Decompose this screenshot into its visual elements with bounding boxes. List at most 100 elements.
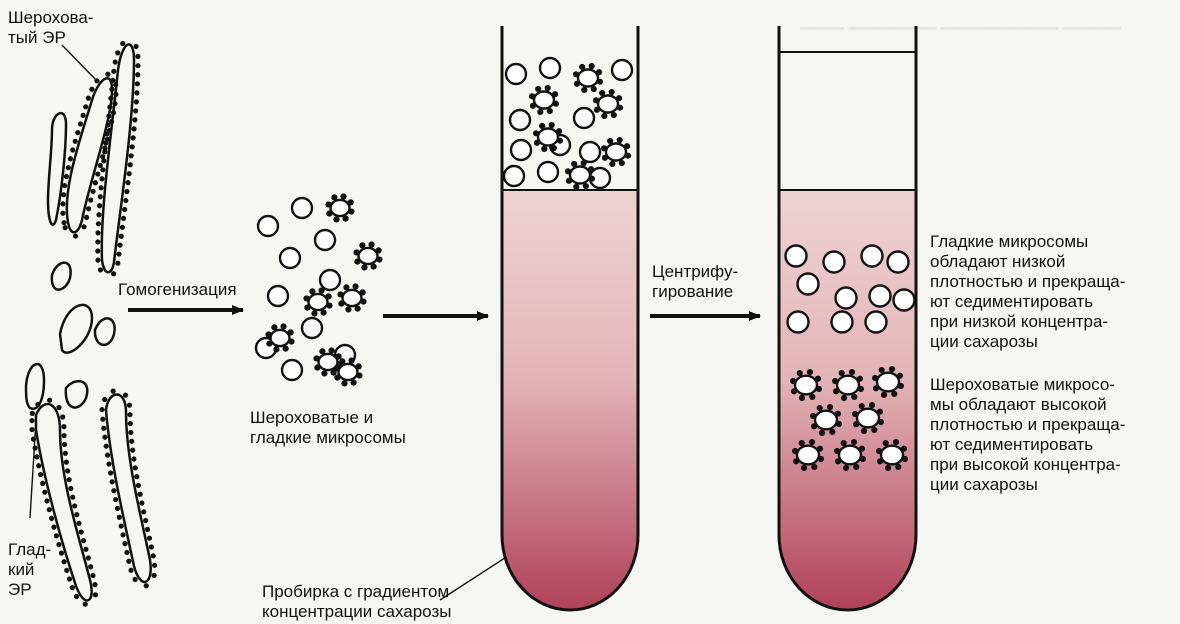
smooth-microsome bbox=[506, 64, 526, 84]
smooth-microsome bbox=[258, 216, 278, 236]
ribosome bbox=[56, 542, 61, 547]
ribosome bbox=[88, 564, 93, 569]
er-cisterna bbox=[26, 364, 44, 409]
ribosome bbox=[113, 497, 118, 502]
ribosome bbox=[98, 163, 103, 168]
ribosome bbox=[101, 426, 106, 431]
ribosome bbox=[97, 203, 102, 208]
ribosome bbox=[34, 454, 39, 459]
ribosome bbox=[109, 87, 114, 92]
ribosome bbox=[132, 117, 137, 122]
ribosome bbox=[145, 527, 150, 532]
rough-microsome bbox=[573, 63, 603, 93]
er-cisterna bbox=[66, 381, 87, 407]
ribosome bbox=[72, 503, 77, 508]
ribosome bbox=[78, 121, 83, 126]
er-cisterna bbox=[52, 263, 71, 290]
ribosome bbox=[93, 592, 98, 597]
ribosome bbox=[130, 448, 135, 453]
ribosome bbox=[117, 515, 122, 520]
ribosome bbox=[29, 427, 34, 432]
ribosome bbox=[121, 216, 126, 221]
ribosome bbox=[47, 398, 52, 403]
ribosome bbox=[40, 481, 45, 486]
ribosome bbox=[113, 82, 118, 87]
ribosome bbox=[111, 69, 116, 74]
ribosome bbox=[115, 506, 120, 511]
smooth-microsome bbox=[836, 288, 857, 309]
er-cisterna bbox=[48, 113, 66, 225]
ribosome bbox=[95, 230, 100, 235]
ribosome bbox=[135, 54, 140, 59]
ribosome bbox=[136, 483, 141, 488]
smooth-microsome bbox=[511, 140, 531, 160]
ribosome bbox=[75, 130, 80, 135]
ribosome bbox=[115, 50, 120, 55]
er-ribosomes bbox=[29, 41, 157, 607]
smooth-microsome bbox=[540, 58, 560, 78]
ribosome bbox=[129, 439, 134, 444]
ribosome bbox=[67, 477, 72, 482]
ribosome bbox=[119, 234, 124, 239]
ribosome bbox=[100, 417, 105, 422]
ribosome bbox=[65, 468, 70, 473]
ribosome bbox=[134, 99, 139, 104]
ribosome bbox=[101, 158, 106, 163]
ribosome bbox=[116, 251, 121, 256]
smooth-er-leader-line bbox=[30, 420, 36, 518]
ribosome bbox=[92, 582, 97, 587]
ribosome bbox=[74, 512, 79, 517]
smooth-microsome bbox=[866, 312, 887, 333]
ribosome bbox=[123, 198, 128, 203]
ribosome bbox=[83, 104, 88, 109]
smooth-microsome bbox=[504, 166, 524, 186]
ribosome bbox=[128, 568, 133, 573]
ribosome bbox=[122, 541, 127, 546]
ribosome bbox=[102, 397, 107, 402]
ribosome bbox=[96, 212, 101, 217]
ribosome bbox=[122, 207, 127, 212]
homogenization-label: Гомогенизация bbox=[118, 280, 237, 300]
ribosome bbox=[105, 122, 110, 127]
ribosome bbox=[44, 498, 49, 503]
ribosome bbox=[33, 445, 38, 450]
ribosome bbox=[95, 239, 100, 244]
tube-label: Пробирка с градиентомконцентрации сахаро… bbox=[262, 582, 451, 622]
smooth-microsome bbox=[302, 318, 322, 338]
ribosome bbox=[90, 189, 95, 194]
mixed-microsomes-cluster bbox=[256, 193, 383, 386]
ribosome bbox=[108, 470, 113, 475]
ribosome bbox=[79, 529, 84, 534]
rough-microsome bbox=[593, 89, 623, 119]
ribosome bbox=[99, 407, 104, 412]
ribosome bbox=[68, 486, 73, 491]
ribosome bbox=[81, 224, 86, 229]
ribosome bbox=[54, 533, 59, 538]
ribosome bbox=[70, 147, 75, 152]
rough-microsome bbox=[353, 241, 382, 270]
ribosome bbox=[111, 110, 116, 115]
ribosome bbox=[131, 456, 136, 461]
smooth-microsome bbox=[894, 290, 915, 311]
ribosome bbox=[35, 402, 40, 407]
ribosome bbox=[93, 180, 98, 185]
ribosome bbox=[29, 418, 34, 423]
ribosome bbox=[86, 555, 91, 560]
ribosome bbox=[152, 573, 157, 578]
ribosome bbox=[99, 185, 104, 190]
ribosome bbox=[133, 108, 138, 113]
tube-sample-microsomes bbox=[504, 58, 632, 190]
ribosome bbox=[66, 165, 71, 170]
ribosome bbox=[96, 221, 101, 226]
smooth-microsome bbox=[538, 162, 558, 182]
ribosome bbox=[86, 96, 91, 101]
ribosome bbox=[102, 149, 107, 154]
ribosome bbox=[74, 594, 79, 599]
ribosome bbox=[132, 577, 137, 582]
ribosome bbox=[124, 550, 129, 555]
er-cisterna bbox=[95, 318, 115, 345]
ribosome bbox=[100, 167, 105, 172]
ribosome bbox=[86, 206, 91, 211]
ribosome bbox=[131, 126, 136, 131]
